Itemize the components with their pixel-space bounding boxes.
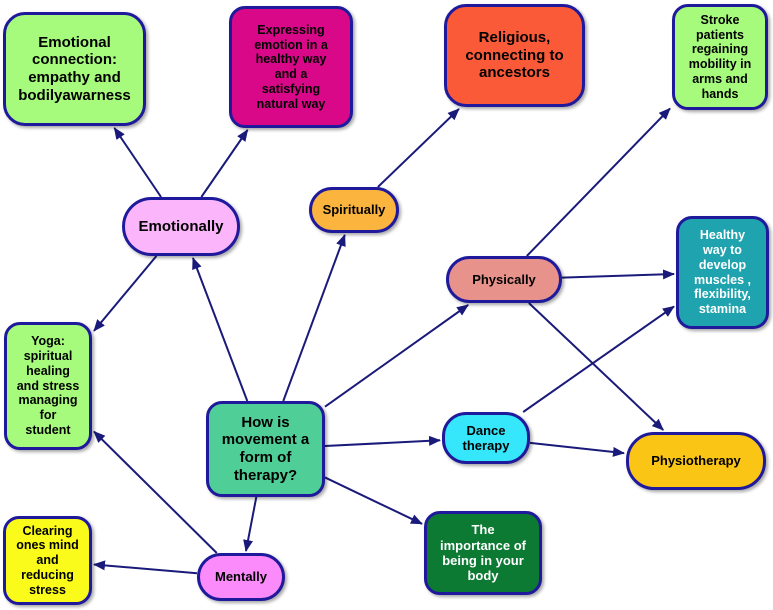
- connector-spiritually-to-religious: [377, 108, 460, 188]
- central-question-label: How is movement a form of therapy?: [221, 413, 310, 484]
- connector-dance-therapy-to-physiotherapy: [529, 441, 625, 457]
- mentally-node: Mentally: [197, 553, 285, 601]
- connector-physically-to-healthy-way: [561, 269, 675, 280]
- connector-physically-to-stroke: [526, 107, 671, 257]
- importance-label: The importance of being in your body: [440, 522, 526, 584]
- clearing-mind-node: Clearing ones mind and reducing stress: [3, 516, 92, 605]
- physiotherapy-label: Physiotherapy: [651, 453, 741, 469]
- spiritually-node: Spiritually: [309, 187, 399, 233]
- dance-therapy-node: Dance therapy: [442, 412, 530, 464]
- spiritually-label: Spiritually: [322, 202, 386, 218]
- physiotherapy-node: Physiotherapy: [626, 432, 766, 490]
- physically-label: Physically: [472, 271, 536, 287]
- stroke-patients-label: Stroke patients regaining mobility in ar…: [688, 12, 752, 101]
- connector-emotionally-to-emotional-connection: [113, 127, 162, 198]
- connector-central-to-mentally: [243, 496, 258, 552]
- connector-emotionally-to-yoga: [93, 255, 158, 332]
- yoga-label: Yoga: spiritual healing and stress manag…: [16, 334, 80, 437]
- physically-node: Physically: [446, 256, 562, 303]
- central-question-node: How is movement a form of therapy?: [206, 401, 325, 497]
- expressing-emotion-node: Expressing emotion in a healthy way and …: [229, 6, 353, 128]
- clearing-mind-label: Clearing ones mind and reducing stress: [16, 523, 79, 597]
- connector-central-to-dance-therapy: [324, 435, 441, 448]
- connector-central-to-physically: [324, 304, 469, 408]
- religious-node: Religious, connecting to ancestors: [444, 4, 585, 107]
- yoga-node: Yoga: spiritual healing and stress manag…: [4, 322, 92, 450]
- mentally-label: Mentally: [214, 569, 267, 585]
- religious-label: Religious, connecting to ancestors: [465, 28, 564, 82]
- connector-central-to-emotionally: [192, 257, 249, 402]
- expressing-emotion-label: Expressing emotion in a healthy way and …: [254, 22, 328, 111]
- emotional-connection-label: Emotional connection: empathy and bodily…: [18, 33, 131, 104]
- connector-mentally-to-yoga: [93, 430, 218, 554]
- connector-central-to-importance: [324, 476, 423, 525]
- emotionally-label: Emotionally: [138, 217, 224, 235]
- connector-mentally-to-clearing: [93, 560, 198, 575]
- healthy-way-label: Healthy way to develop muscles , flexibi…: [694, 228, 751, 316]
- connector-dance-therapy-to-healthy-way: [522, 305, 675, 413]
- connector-central-to-spiritually: [282, 234, 346, 402]
- healthy-way-node: Healthy way to develop muscles , flexibi…: [676, 216, 769, 329]
- stroke-patients-node: Stroke patients regaining mobility in ar…: [672, 4, 768, 110]
- connector-emotionally-to-expressing-emotion: [200, 129, 249, 198]
- emotionally-node: Emotionally: [122, 197, 240, 256]
- dance-therapy-label: Dance therapy: [462, 422, 510, 453]
- connector-physically-to-physiotherapy: [528, 302, 664, 431]
- emotional-connection-node: Emotional connection: empathy and bodily…: [3, 12, 146, 126]
- importance-node: The importance of being in your body: [424, 511, 542, 595]
